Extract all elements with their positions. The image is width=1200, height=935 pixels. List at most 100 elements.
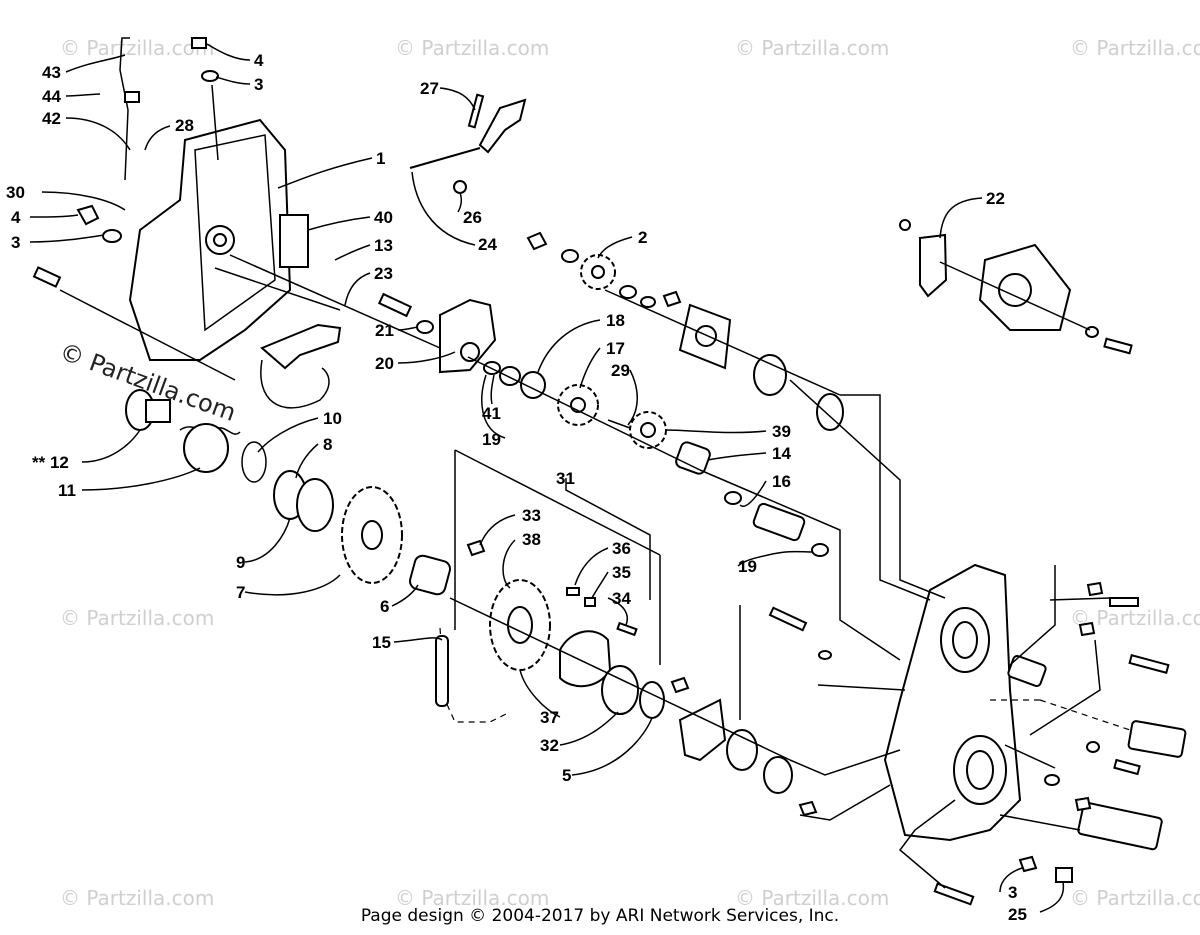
roller-bearing-14 [675,441,711,475]
assembly-line [229,254,441,349]
callout-label: 31 [556,469,575,488]
leader-line [81,467,201,491]
bolt-right-2 [1128,653,1170,675]
watermark: © Partzilla.com [60,886,214,910]
leader-line [490,374,495,405]
callout-label: 1 [376,149,385,168]
bolt-right-plate [1103,337,1133,355]
gear-6 [409,554,451,596]
callout-label: 36 [612,539,631,558]
lower-bearing [726,729,758,771]
callout-label: 5 [562,766,571,785]
watermark: © Partzilla.com [1070,36,1200,60]
callout-label: 14 [772,444,791,463]
bearing-32 [601,665,639,715]
nut-right-4 [1074,796,1092,812]
output-coupler [1007,654,1047,688]
callout-label: 29 [611,361,630,380]
bolt-bottom-25 [1055,867,1073,883]
dipstick-bracket [124,91,140,103]
leader-line [393,637,443,643]
nut-right-2 [1078,621,1096,637]
leader-line [334,244,371,261]
gasket-plate [279,214,309,268]
assembly-line [939,261,1091,331]
callout-label: 3 [11,233,20,252]
leader-line [439,87,476,111]
leader-line [397,351,456,364]
callout-label: 16 [772,472,791,491]
bolt-right-3 [1113,758,1141,776]
assembly-line [467,356,701,471]
screw-34 [616,621,638,637]
callout-label: 10 [323,409,342,428]
callout-label: 7 [236,583,245,602]
spacer-41 [499,366,521,386]
callout-label: 26 [463,208,482,227]
lower-seal [763,756,793,794]
chaincase-cover-inner [194,134,276,332]
leader-line [215,76,251,85]
leader-line [295,443,319,479]
washer-top-2 [619,285,637,299]
nut-22 [899,219,911,231]
callout-label: 28 [175,116,194,135]
cap-stud [211,84,219,161]
leader-line [481,374,506,439]
nut-top-2 [662,290,682,308]
washer-right-4 [1044,774,1060,786]
parts-artwork [32,37,1187,906]
leader-line [457,192,463,213]
leader-line [257,417,319,453]
e-clip [453,180,467,194]
callout-label: 3 [1008,883,1017,902]
leader-line [579,347,601,389]
right-plate-hole [998,273,1032,307]
watermark: © Partzilla.com [60,606,214,630]
callout-label: 27 [420,79,439,98]
output-shaft-upper [1127,720,1187,758]
leader-line [29,234,105,243]
callout-label: 44 [42,87,61,106]
cap-nut [191,37,207,49]
watermark: © Partzilla.com [735,886,889,910]
leader-line [391,584,419,607]
assembly-line [449,597,791,761]
leader-line [344,272,371,306]
leader-line [277,157,373,189]
leader-line [737,550,813,567]
callout-label: 22 [986,189,1005,208]
callout-label: ** 12 [32,453,69,472]
washer-20 [416,320,434,334]
bearing-flange-hole [695,325,717,347]
footer-copyright: Page design © 2004-2017 by ARI Network S… [360,906,840,926]
upper-seal [816,393,844,431]
callout-label: 6 [380,597,389,616]
dipstick [119,37,130,181]
leader-line [244,517,291,563]
chaincase-housing [883,563,1022,842]
housing-lower-bore-inner [966,750,994,790]
leader-line [607,597,629,626]
leader-line [1039,881,1065,913]
gear-39-hub [640,422,656,438]
watermark: © Partzilla.com [735,36,889,60]
leader-line [707,452,767,461]
assembly-line [999,814,1081,831]
drive-hub-shaft [145,399,171,423]
callout-label: 19 [738,557,757,576]
callout-label: 42 [42,109,61,128]
leader-line [244,574,341,596]
nut-bottom-left [798,800,818,817]
callout-label: 8 [323,435,332,454]
watermark: © Partzilla.com [1070,886,1200,910]
callout-label: 9 [236,553,245,572]
callout-label: 15 [372,633,391,652]
assembly-line [898,799,956,889]
callout-label: 25 [1008,905,1027,924]
shift-lever [478,98,527,154]
callout-label: 2 [638,228,647,247]
seal-5a [639,681,665,719]
washer-19b-bottom [811,543,829,557]
leader-line [144,125,171,151]
